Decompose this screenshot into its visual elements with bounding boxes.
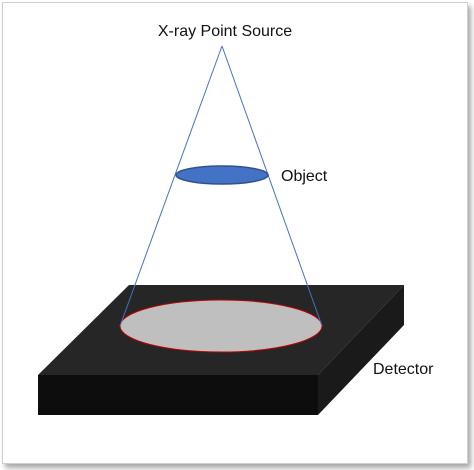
object-disc xyxy=(175,165,269,185)
object-label: Object xyxy=(281,168,328,185)
detector-side-face xyxy=(318,285,404,415)
beam-line-left xyxy=(119,45,223,327)
detector-front-face xyxy=(38,375,318,415)
beam-line-right xyxy=(221,45,323,327)
projection-shadow xyxy=(119,299,323,353)
source-label: X-ray Point Source xyxy=(158,23,292,40)
detector-label: Detector xyxy=(373,361,434,378)
